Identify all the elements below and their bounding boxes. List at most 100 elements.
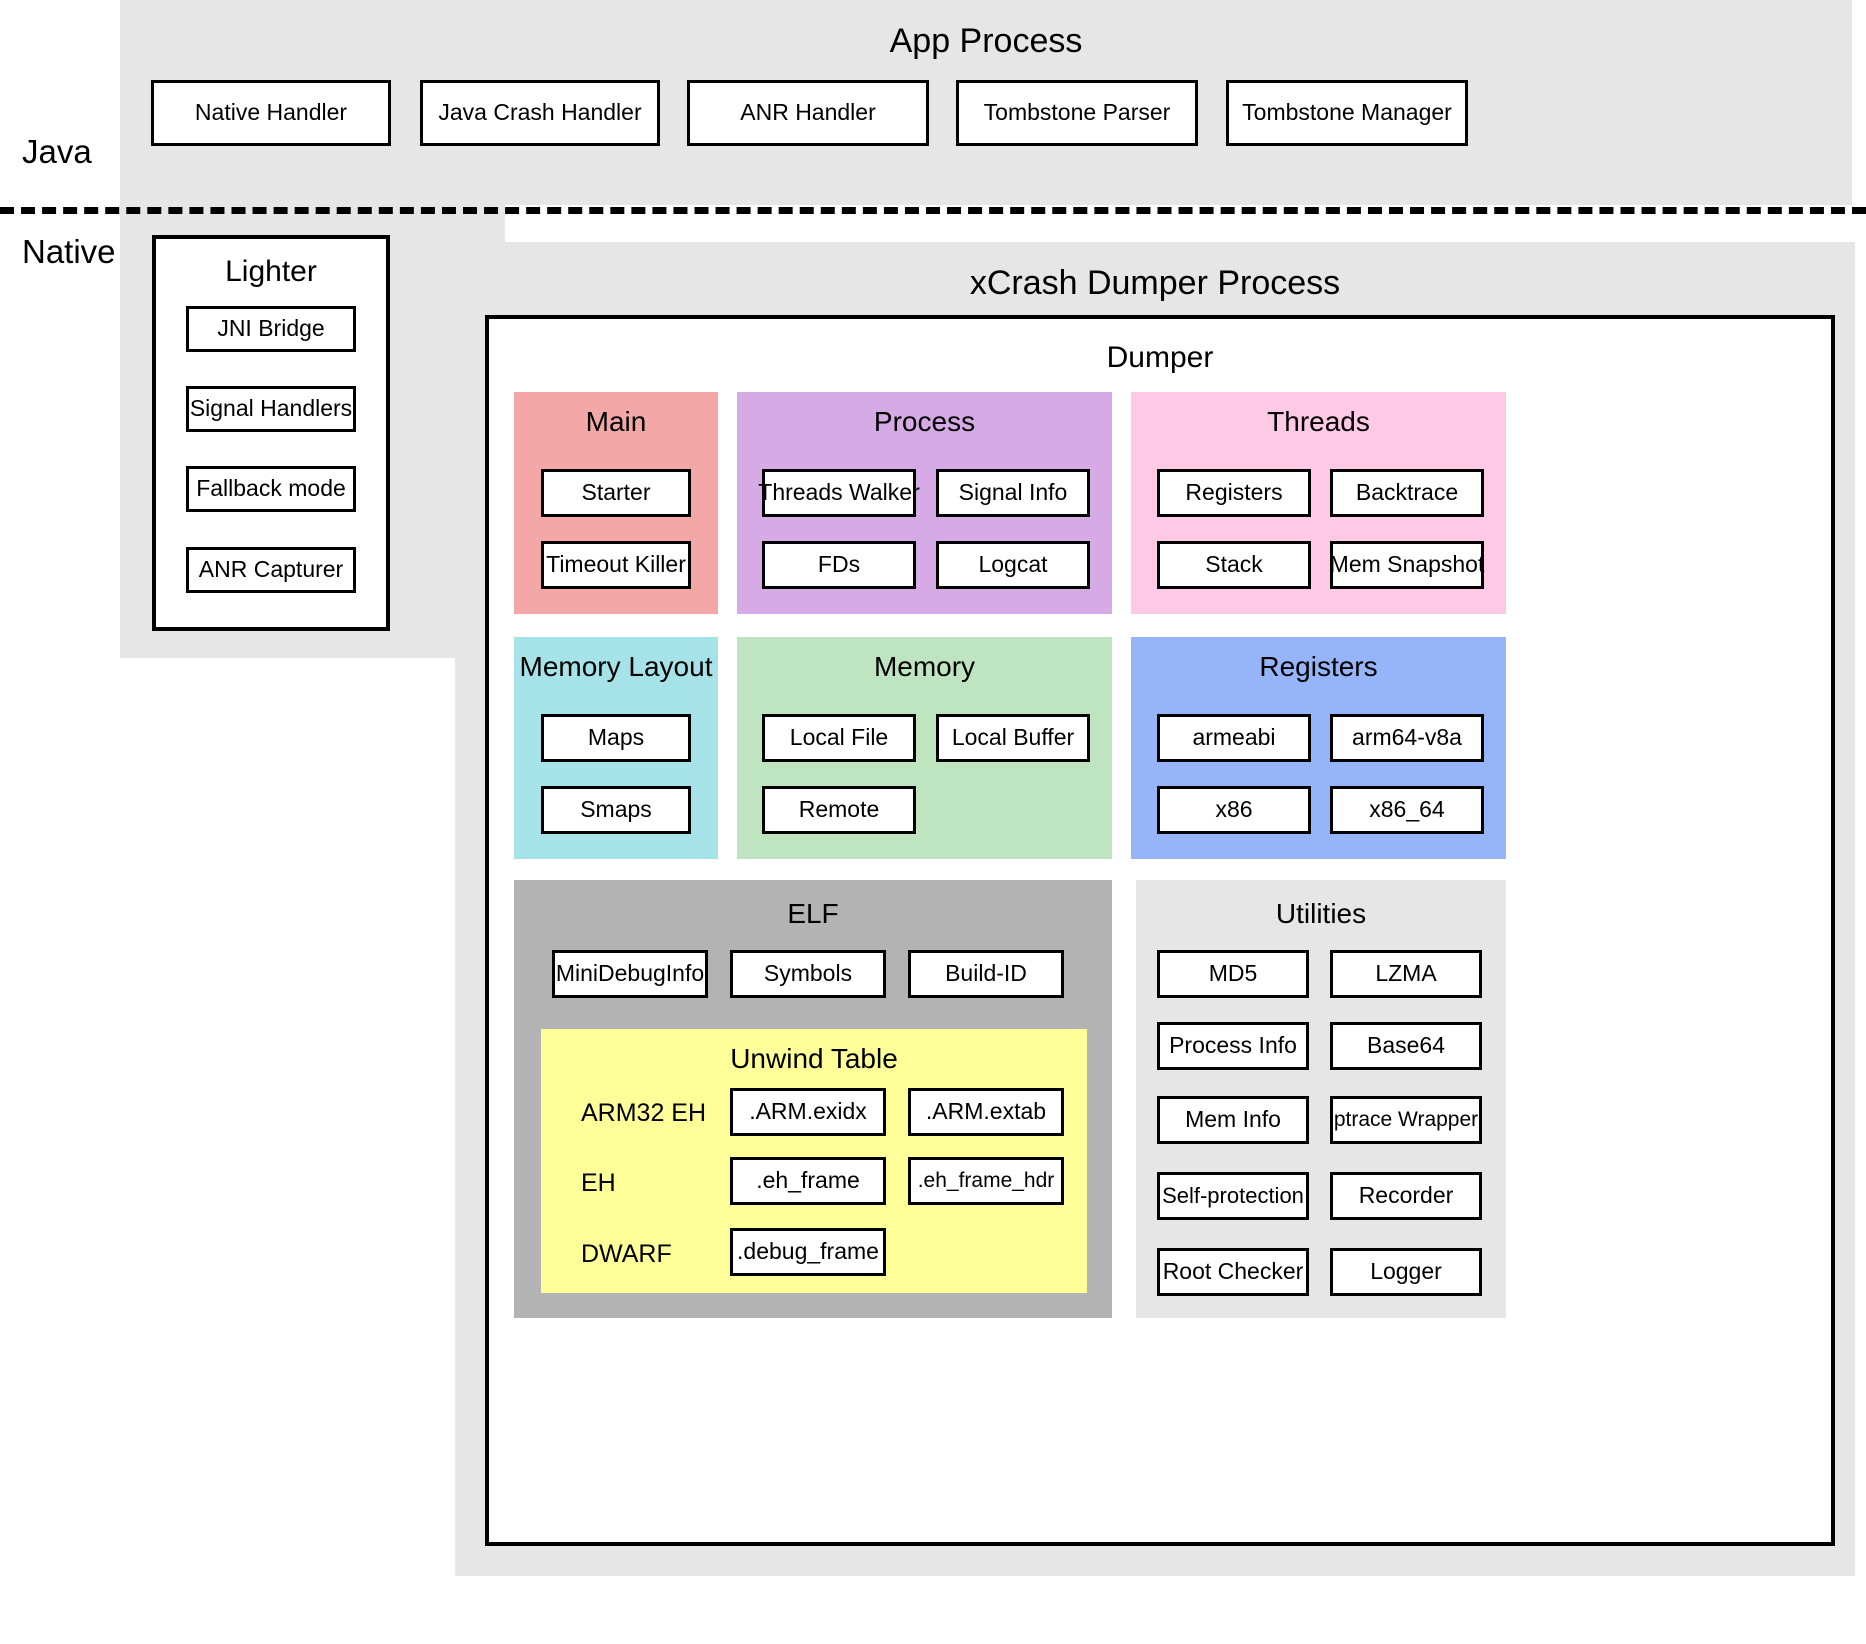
item-label: Starter [581,479,651,506]
item-label: Root Checker [1162,1258,1304,1285]
group-main-item-starter[interactable]: Starter [541,469,691,517]
lighter-item-label: ANR Capturer [198,556,344,583]
item-label: .ARM.extab [925,1098,1047,1125]
group-threads-item-backtrace[interactable]: Backtrace [1330,469,1484,517]
lighter-item-jni-bridge[interactable]: JNI Bridge [186,306,356,352]
app-process-title: App Process [889,22,1083,60]
item-label: x86_64 [1369,796,1445,823]
group-registers-item-armeabi[interactable]: armeabi [1157,714,1311,762]
lighter-item-label: Fallback mode [196,475,346,502]
group-memory-layout-title: Memory Layout [519,651,713,682]
item-label: Signal Info [958,479,1068,506]
group-memory-layout-item-smaps[interactable]: Smaps [541,786,691,834]
group-main-item-timeout-killer[interactable]: Timeout Killer [541,541,691,589]
item-label: Base64 [1366,1032,1445,1059]
elf-item-minidebuginfo[interactable]: MiniDebugInfo [552,950,708,998]
elf-item-symbols[interactable]: Symbols [730,950,886,998]
item-label: Mem Snapshot [1329,551,1485,578]
unwind-item-eh-frame[interactable]: .eh_frame [730,1157,886,1205]
handler-label: Native Handler [194,99,348,126]
lighter-item-label: Signal Handlers [189,395,353,422]
lighter-item-fallback-mode[interactable]: Fallback mode [186,466,356,512]
item-label: MD5 [1208,960,1258,987]
lighter-item-anr-capturer[interactable]: ANR Capturer [186,547,356,593]
java-native-divider [0,207,1866,214]
group-threads-item-registers[interactable]: Registers [1157,469,1311,517]
utilities-item-self-protection[interactable]: Self-protection [1157,1172,1309,1220]
unwind-item-debug-frame[interactable]: .debug_frame [730,1228,886,1276]
group-memory-item-local-file[interactable]: Local File [762,714,916,762]
item-label: Logger [1370,1258,1442,1285]
lighter-item-label: JNI Bridge [217,315,325,342]
group-process-item-signal-info[interactable]: Signal Info [936,469,1090,517]
unwind-row-label-eh: EH [581,1169,616,1197]
unwind-item-arm-exidx[interactable]: .ARM.exidx [730,1088,886,1136]
group-registers-item-arm64-v8a[interactable]: arm64-v8a [1330,714,1484,762]
unwind-row-label-dwarf: DWARF [581,1240,672,1268]
item-label: armeabi [1192,724,1276,751]
lighter-title: Lighter [225,255,317,288]
group-threads-item-mem-snapshot[interactable]: Mem Snapshot [1330,541,1484,589]
utilities-item-ptrace-wrapper[interactable]: ptrace Wrapper [1330,1096,1482,1144]
group-memory-item-remote[interactable]: Remote [762,786,916,834]
unwind-item-eh-frame-hdr[interactable]: .eh_frame_hdr [908,1157,1064,1205]
item-label: arm64-v8a [1352,724,1462,751]
item-label: Local Buffer [951,724,1075,751]
group-registers-title: Registers [1259,651,1378,682]
item-label: Symbols [763,960,853,987]
utilities-title: Utilities [1275,898,1367,929]
item-label: Logcat [978,551,1048,578]
item-label: Backtrace [1355,479,1459,506]
elf-title: ELF [787,898,839,929]
handler-tombstone-manager[interactable]: Tombstone Manager [1226,80,1468,146]
lighter-item-signal-handlers[interactable]: Signal Handlers [186,386,356,432]
group-memory-layout-item-maps[interactable]: Maps [541,714,691,762]
handler-label: Tombstone Manager [1242,99,1452,126]
layer-label-java: Java [22,133,92,170]
utilities-item-logger[interactable]: Logger [1330,1248,1482,1296]
item-label: Maps [587,724,645,751]
item-label: Smaps [580,796,652,823]
handler-label: Tombstone Parser [983,99,1171,126]
item-label: Threads Walker [758,479,920,506]
item-label: .eh_frame_hdr [917,1169,1055,1193]
item-label: .debug_frame [737,1238,879,1265]
group-process-title: Process [873,406,976,437]
utilities-item-mem-info[interactable]: Mem Info [1157,1096,1309,1144]
utilities-item-base64[interactable]: Base64 [1330,1022,1482,1070]
handler-label: ANR Handler [740,99,876,126]
group-main-title: Main [585,406,647,437]
elf-item-build-id[interactable]: Build-ID [908,950,1064,998]
item-label: Registers [1185,479,1283,506]
group-registers-item-x86-64[interactable]: x86_64 [1330,786,1484,834]
xcrash-title: xCrash Dumper Process [969,264,1341,302]
dumper-title: Dumper [1106,341,1214,374]
group-process-item-fds[interactable]: FDs [762,541,916,589]
group-registers-item-x86[interactable]: x86 [1157,786,1311,834]
utilities-item-md5[interactable]: MD5 [1157,950,1309,998]
group-threads-title: Threads [1267,406,1370,437]
utilities-item-recorder[interactable]: Recorder [1330,1172,1482,1220]
handler-anr-handler[interactable]: ANR Handler [687,80,929,146]
item-label: Self-protection [1162,1182,1304,1208]
group-process-item-logcat[interactable]: Logcat [936,541,1090,589]
group-memory-title: Memory [873,651,976,682]
group-process-item-threads-walker[interactable]: Threads Walker [758,469,920,517]
item-label: Timeout Killer [546,551,686,578]
handler-label: Java Crash Handler [438,99,642,126]
group-memory-item-local-buffer[interactable]: Local Buffer [936,714,1090,762]
item-label: LZMA [1375,960,1437,987]
handler-java-crash-handler[interactable]: Java Crash Handler [420,80,660,146]
item-label: Mem Info [1185,1106,1281,1133]
utilities-item-process-info[interactable]: Process Info [1157,1022,1309,1070]
item-label: Remote [798,796,880,823]
unwind-table-title: Unwind Table [730,1043,898,1074]
group-threads-item-stack[interactable]: Stack [1157,541,1311,589]
item-label: FDs [817,551,861,578]
item-label: Local File [789,724,889,751]
utilities-item-root-checker[interactable]: Root Checker [1157,1248,1309,1296]
unwind-item-arm-extab[interactable]: .ARM.extab [908,1088,1064,1136]
utilities-item-lzma[interactable]: LZMA [1330,950,1482,998]
handler-tombstone-parser[interactable]: Tombstone Parser [956,80,1198,146]
handler-native-handler[interactable]: Native Handler [151,80,391,146]
